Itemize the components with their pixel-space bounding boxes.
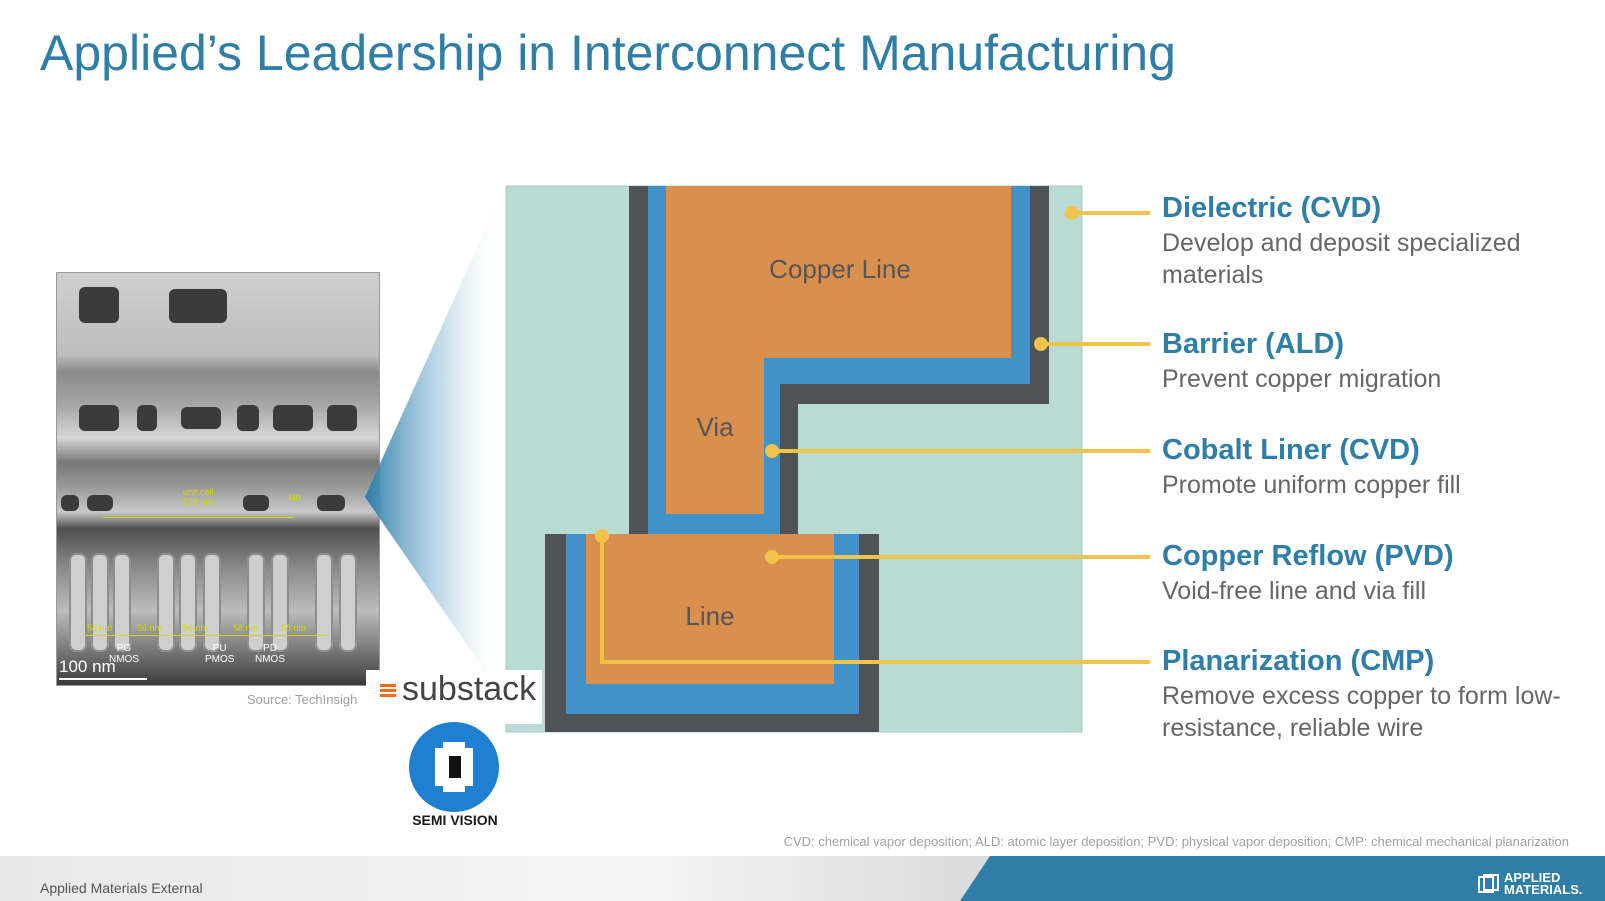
fin	[91, 553, 109, 652]
contact-blob	[87, 495, 113, 511]
leader-dot	[765, 550, 779, 564]
contact-blob	[79, 405, 119, 431]
fin	[157, 553, 175, 652]
transistor-label: PU PMOS	[205, 643, 235, 665]
contact-blob	[79, 287, 119, 323]
substack-icon	[380, 684, 396, 702]
fin-pitch-dimension-line	[83, 635, 327, 636]
callout-description: Develop and deposit specialized material…	[1162, 229, 1521, 289]
m0-label: M0	[288, 493, 301, 503]
callout-copper-reflow: Copper Reflow (PVD) Void-free line and v…	[1162, 540, 1582, 607]
contact-blob	[181, 407, 221, 429]
contact-blob	[327, 405, 357, 431]
substack-watermark: substack	[366, 670, 542, 724]
contact-blob	[273, 405, 313, 431]
applied-materials-logo: APPLIED MATERIALS.	[1504, 870, 1583, 897]
line-label: Line	[685, 601, 734, 631]
fin	[203, 553, 221, 652]
callout-barrier: Barrier (ALD) Prevent copper migration	[1162, 328, 1582, 395]
copper-line-label: Copper Line	[769, 254, 911, 284]
leader-dot	[765, 444, 779, 458]
fin	[69, 553, 87, 652]
callout-title: Dielectric (CVD)	[1162, 192, 1382, 224]
callout-title: Copper Reflow (PVD)	[1162, 540, 1454, 572]
callout-title: Barrier (ALD)	[1162, 328, 1345, 360]
leader-dot	[1034, 337, 1048, 351]
fin	[315, 553, 333, 652]
applied-materials-logo-icon	[1478, 874, 1499, 893]
unit-cell-dimension-line	[103, 517, 293, 518]
tem-micrograph: unit cell 228 nm M0 58 nm 56 nm 56 nm 58…	[56, 272, 380, 686]
semivision-wordmark: SEMI VISION	[412, 812, 498, 828]
callout-description: Remove excess copper to form low-resista…	[1162, 682, 1561, 742]
page-title: Applied’s Leadership in Interconnect Man…	[40, 25, 1176, 81]
fin	[247, 553, 265, 652]
fin-pitch-label: 58 nm	[87, 623, 113, 633]
scale-bar	[59, 678, 147, 680]
callout-title: Cobalt Liner (CVD)	[1162, 434, 1420, 466]
callout-description: Promote uniform copper fill	[1162, 471, 1461, 499]
contact-blob	[137, 405, 157, 431]
fin	[113, 553, 131, 652]
classification-label: Applied Materials External	[40, 880, 203, 896]
upper-copper-bottom	[666, 510, 764, 514]
fin-pitch-label: 56 nm	[137, 623, 163, 633]
zoom-wedge	[365, 186, 505, 700]
image-source: Source: TechInsigh	[247, 692, 358, 707]
contact-blob	[169, 289, 227, 323]
fin	[339, 553, 357, 652]
abbreviation-footnote: CVD: chemical vapor deposition; ALD: ato…	[783, 834, 1569, 849]
fin	[179, 553, 197, 652]
logo-line-1: APPLIED	[1504, 870, 1561, 885]
callout-planarization: Planarization (CMP) Remove excess copper…	[1162, 645, 1572, 744]
callout-dielectric: Dielectric (CVD) Develop and deposit spe…	[1162, 192, 1582, 291]
fin-pitch-label: 56 nm	[183, 623, 209, 633]
contact-blob	[61, 495, 79, 511]
unit-cell-label: unit cell 228 nm	[183, 487, 214, 507]
contact-blob	[317, 495, 345, 511]
leader-dot	[1065, 206, 1079, 220]
fin-pitch-label: 58 nm	[281, 623, 307, 633]
fin	[271, 553, 289, 652]
callout-description: Prevent copper migration	[1162, 365, 1442, 393]
leader-dot	[595, 529, 609, 543]
callout-cobalt-liner: Cobalt Liner (CVD) Promote uniform coppe…	[1162, 434, 1582, 501]
callout-title: Planarization (CMP)	[1162, 645, 1435, 677]
scale-bar-label: 100 nm	[59, 657, 116, 676]
substack-wordmark: substack	[402, 670, 537, 708]
callout-description: Void-free line and via fill	[1162, 577, 1427, 605]
fin-pitch-label: 58 nm	[233, 623, 259, 633]
semivision-icon	[435, 742, 473, 792]
logo-line-2: MATERIALS.	[1504, 882, 1583, 897]
semivision-logo	[409, 722, 499, 812]
copper-fill	[586, 186, 1011, 684]
transistor-label: PG NMOS	[109, 643, 139, 665]
contact-blob	[237, 405, 259, 431]
leader-planarization	[600, 536, 1150, 664]
transistor-label: PD NMOS	[255, 643, 285, 665]
via-label: Via	[696, 412, 734, 442]
contact-blob	[243, 495, 269, 511]
